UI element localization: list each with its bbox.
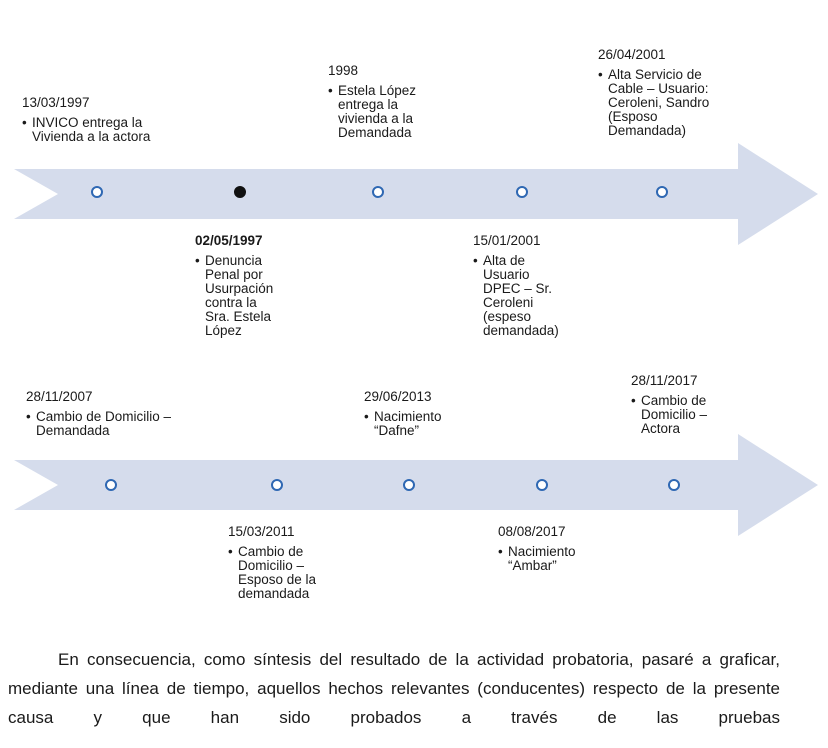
event-description: Alta de Usuario DPEC – Sr. Ceroleni (esp… — [473, 254, 559, 338]
timeline-1: 13/03/1997 INVICO entrega la Vivienda a … — [0, 0, 828, 360]
timeline-1-dot-1 — [91, 186, 103, 198]
event-date: 29/06/2013 — [364, 389, 432, 404]
event-date: 1998 — [328, 63, 359, 78]
timeline-1-dot-3 — [372, 186, 384, 198]
timeline-2-dot-4 — [536, 479, 548, 491]
timeline-2-event-1: 28/11/2007 Cambio de Domicilio – Demanda… — [26, 390, 171, 438]
event-description: Cambio de Domicilio – Esposo de la deman… — [228, 545, 316, 601]
timeline-2-dot-5 — [668, 479, 680, 491]
timeline-1-event-3: 1998 Estela López entrega la vivienda a … — [328, 64, 416, 140]
event-description: Cambio de Domicilio – Actora — [631, 394, 707, 436]
event-date: 15/01/2001 — [473, 233, 541, 248]
timeline-2-dot-1 — [105, 479, 117, 491]
event-description: Denuncia Penal por Usurpación contra la … — [195, 254, 273, 338]
timeline-arrow-1 — [14, 143, 818, 245]
event-date: 13/03/1997 — [22, 95, 90, 110]
timeline-2-event-4: 08/08/2017 Nacimiento “Ambar” — [498, 525, 576, 573]
paragraph-text: En consecuencia, como síntesis del resul… — [8, 650, 780, 727]
timeline-1-event-1: 13/03/1997 INVICO entrega la Vivienda a … — [22, 96, 150, 144]
timeline-2: 28/11/2007 Cambio de Domicilio – Demanda… — [0, 360, 828, 630]
body-paragraph: En consecuencia, como síntesis del resul… — [8, 645, 780, 732]
timeline-arrow-shape — [14, 143, 818, 245]
event-date: 28/11/2017 — [631, 373, 698, 388]
timeline-2-dot-2 — [271, 479, 283, 491]
timeline-1-event-5: 26/04/2001 Alta Servicio de Cable – Usua… — [598, 48, 709, 138]
event-description: Nacimiento “Ambar” — [498, 545, 576, 573]
timeline-2-dot-3 — [403, 479, 415, 491]
timeline-1-event-4: 15/01/2001 Alta de Usuario DPEC – Sr. Ce… — [473, 234, 559, 338]
timeline-1-dot-2 — [234, 186, 246, 198]
event-date: 08/08/2017 — [498, 524, 566, 539]
timeline-arrow-shape — [14, 434, 818, 536]
event-date: 02/05/1997 — [195, 233, 263, 248]
event-description: INVICO entrega la Vivienda a la actora — [22, 116, 150, 144]
event-description: Alta Servicio de Cable – Usuario: Cerole… — [598, 68, 709, 138]
event-description: Estela López entrega la vivienda a la De… — [328, 84, 416, 140]
timeline-2-event-3: 29/06/2013 Nacimiento “Dafne” — [364, 390, 442, 438]
timeline-2-event-5: 28/11/2017 Cambio de Domicilio – Actora — [631, 374, 707, 436]
timeline-arrow-2 — [14, 434, 818, 536]
event-description: Nacimiento “Dafne” — [364, 410, 442, 438]
event-description: Cambio de Domicilio – Demandada — [26, 410, 171, 438]
event-date: 28/11/2007 — [26, 389, 93, 404]
timeline-2-event-2: 15/03/2011 Cambio de Domicilio – Esposo … — [228, 525, 316, 601]
timeline-1-dot-5 — [656, 186, 668, 198]
timeline-1-dot-4 — [516, 186, 528, 198]
event-date: 15/03/2011 — [228, 524, 295, 539]
timeline-1-event-2: 02/05/1997 Denuncia Penal por Usurpación… — [195, 234, 273, 338]
event-date: 26/04/2001 — [598, 47, 666, 62]
